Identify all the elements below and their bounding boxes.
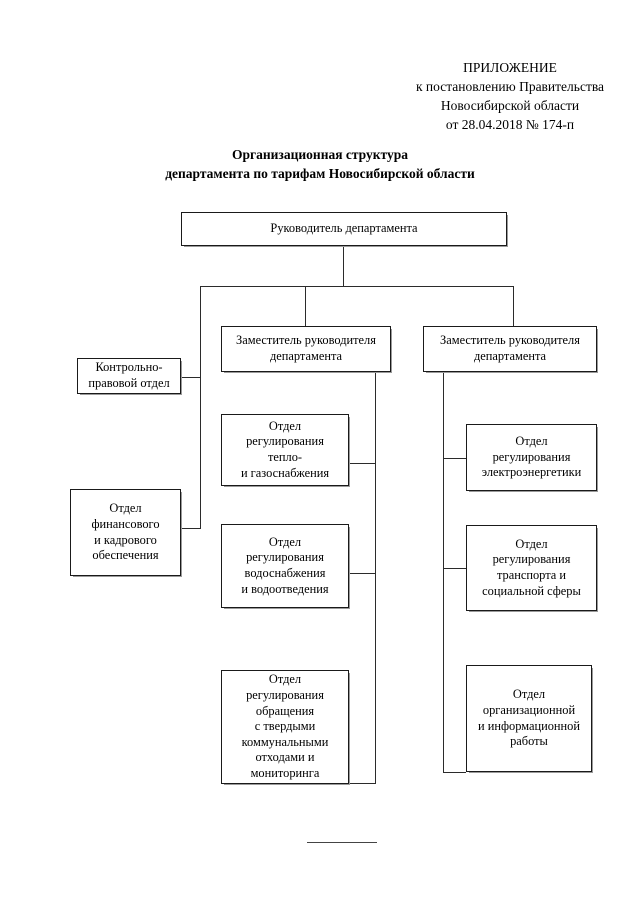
connector-right-3-stub xyxy=(443,772,466,773)
node-water-supply-department[interactable]: Отдел регулирования водоснабжения и водо… xyxy=(221,524,349,608)
node-center-1-line-3: тепло- xyxy=(267,450,303,464)
node-center-3-line-4: с твердыми xyxy=(254,719,316,734)
node-deputy-right[interactable]: Заместитель руководителя департамента xyxy=(423,326,597,372)
node-heat-gas-department[interactable]: Отдел регулирования тепло- и газоснабжен… xyxy=(221,414,349,486)
node-right-3-line-4: работы xyxy=(510,734,548,749)
header-line-2: к постановлению Правительства xyxy=(415,79,605,94)
connector-right-spine xyxy=(443,372,444,772)
node-center-3-line-7: мониторинга xyxy=(250,765,320,780)
bottom-separator-rule xyxy=(307,842,377,843)
node-left-1-line-1: Контрольно- xyxy=(95,360,163,375)
node-right-2-line-3: транспорта и xyxy=(496,568,567,582)
node-right-1-line-2: регулирования xyxy=(492,449,571,464)
connector-left-1-stub xyxy=(181,377,201,378)
node-deputy-right-line-1: Заместитель руководителя xyxy=(440,333,580,348)
node-transport-social-department[interactable]: Отдел регулирования транспорта и социаль… xyxy=(466,525,597,611)
node-left-1-line-2: правовой отдел xyxy=(88,376,170,390)
header-line-4: от 28.04.2018 № 174-п xyxy=(445,117,575,132)
node-solid-waste-department[interactable]: Отдел регулирования обращения с твердыми… xyxy=(221,670,349,784)
title-line-2: департамента по тарифам Новосибирской об… xyxy=(165,166,475,181)
node-left-2-line-2: финансового xyxy=(91,516,160,531)
node-deputy-right-line-2: департамента xyxy=(473,349,547,363)
node-left-2-line-3: и кадрового xyxy=(94,532,157,547)
connector-center-3-stub xyxy=(349,783,376,784)
title-line-1: Организационная структура xyxy=(231,147,409,162)
node-center-2-line-1: Отдел xyxy=(268,534,302,549)
node-center-2-line-3: водоснабжения xyxy=(244,566,326,580)
node-organizational-info-department[interactable]: Отдел организационной и информационной р… xyxy=(466,665,592,772)
node-control-legal-department[interactable]: Контрольно- правовой отдел xyxy=(77,358,181,394)
node-right-1-line-1: Отдел xyxy=(515,434,548,449)
header-line-1: ПРИЛОЖЕНИЕ xyxy=(463,60,557,75)
node-deputy-left-line-1: Заместитель руководителя xyxy=(236,333,376,348)
connector-right-2-stub xyxy=(443,568,466,569)
connector-left-spine xyxy=(200,286,201,528)
node-center-1-line-2: регулирования xyxy=(246,434,324,449)
node-root-line-1: Руководитель департамента xyxy=(270,221,418,236)
node-right-3-line-2: организационной xyxy=(482,702,576,717)
node-right-2-line-4: социальной сферы xyxy=(482,583,581,598)
connector-left-2-stub xyxy=(181,528,201,529)
node-right-2-line-1: Отдел xyxy=(515,536,548,551)
connector-right-1-stub xyxy=(443,458,466,459)
node-right-2-line-2: регулирования xyxy=(492,552,571,567)
node-electric-power-department[interactable]: Отдел регулирования электроэнергетики xyxy=(466,424,597,491)
node-finance-hr-department[interactable]: Отдел финансового и кадрового обеспечени… xyxy=(70,489,181,576)
node-deputy-left-line-2: департамента xyxy=(269,349,343,363)
node-left-2-line-4: обеспечения xyxy=(92,548,159,563)
page-title: Организационная структура департамента п… xyxy=(60,145,580,183)
node-center-3-line-5: коммунальными xyxy=(241,734,329,749)
node-center-3-line-2: регулирования xyxy=(246,688,324,703)
node-right-1-line-3: электроэнергетики xyxy=(481,465,582,480)
node-center-1-line-4: и газоснабжения xyxy=(240,465,330,480)
appendix-header: ПРИЛОЖЕНИЕ к постановлению Правительства… xyxy=(388,58,632,134)
connector-root-stem xyxy=(343,245,344,286)
node-center-2-line-4: и водоотведения xyxy=(241,581,329,596)
node-deputy-left[interactable]: Заместитель руководителя департамента xyxy=(221,326,391,372)
node-root[interactable]: Руководитель департамента xyxy=(181,212,507,246)
node-center-3-line-1: Отдел xyxy=(268,672,302,687)
node-left-2-line-1: Отдел xyxy=(109,501,142,516)
node-right-3-line-3: и информационной xyxy=(477,718,581,733)
node-center-1-line-1: Отдел xyxy=(268,418,302,433)
header-line-3: Новосибирской области xyxy=(440,98,580,113)
connector-deputy-left-drop xyxy=(305,286,306,326)
connector-center-spine xyxy=(375,372,376,783)
connector-center-2-stub xyxy=(349,573,376,574)
node-center-3-line-3: обращения xyxy=(255,703,315,718)
connector-center-1-stub xyxy=(349,463,376,464)
node-center-2-line-2: регулирования xyxy=(246,550,324,565)
connector-main-bus xyxy=(200,286,514,287)
connector-deputy-right-drop xyxy=(513,286,514,326)
node-right-3-line-1: Отдел xyxy=(512,687,546,702)
node-center-3-line-6: отходами и xyxy=(255,750,315,765)
